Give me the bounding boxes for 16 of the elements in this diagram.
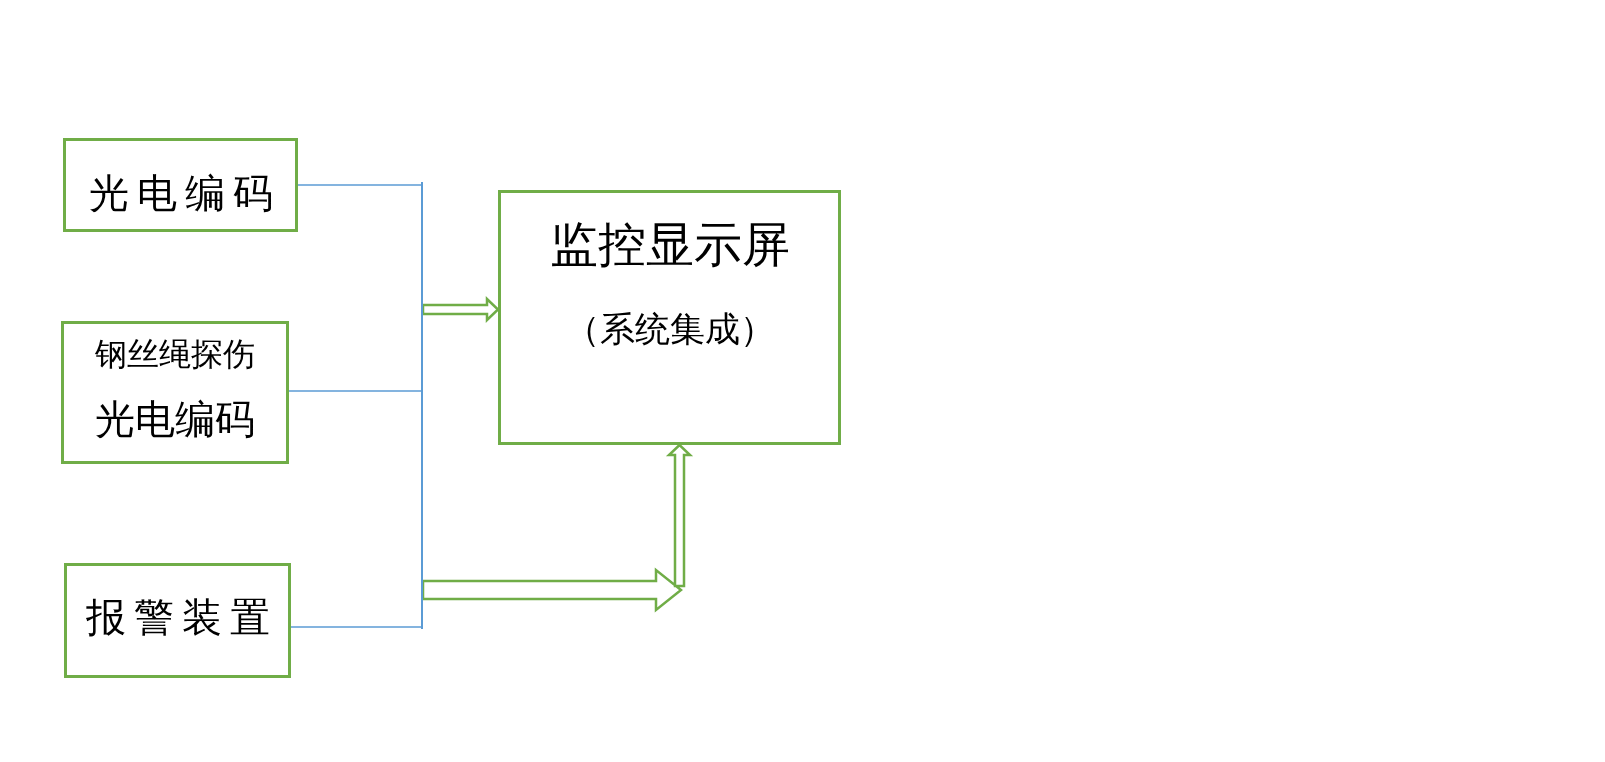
monitor-box <box>498 190 841 445</box>
hollow-arrow <box>421 296 500 323</box>
connector-line <box>290 626 422 628</box>
bus-line <box>421 182 423 629</box>
process-box <box>64 563 291 678</box>
heading-text: 钢丝绳探伤 <box>94 338 256 370</box>
label-text: 报警装置 <box>84 597 279 637</box>
label-text: 光电编码 <box>87 173 282 213</box>
connector-line <box>297 184 422 186</box>
connector-line <box>288 390 422 392</box>
process-box <box>63 138 298 232</box>
process-box <box>61 321 289 464</box>
subtitle-text: （系统集成） <box>563 312 776 347</box>
heading-text: 监控显示屏 <box>548 221 791 269</box>
label-text: 光电编码 <box>94 399 256 439</box>
hollow-arrow <box>421 443 694 613</box>
